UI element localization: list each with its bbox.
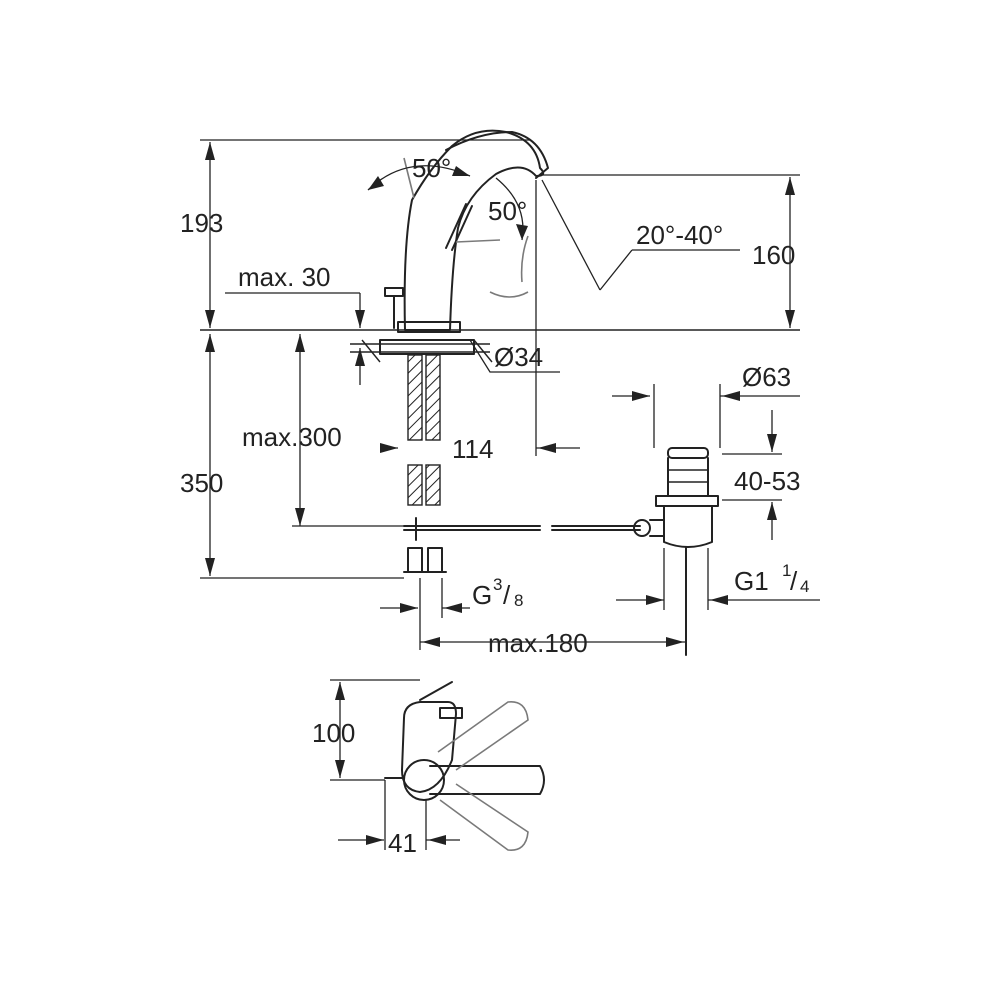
faucet-top-view (384, 681, 545, 851)
label-41: 41 (388, 828, 417, 858)
svg-text:/: / (503, 580, 511, 610)
label-waste-thread: G1 (734, 566, 769, 596)
label-waste-diameter: Ø63 (742, 362, 791, 392)
label-waste-range: 40-53 (734, 466, 801, 496)
label-114: 114 (452, 434, 493, 464)
label-350: 350 (180, 468, 223, 498)
label-hole-diameter: Ø34 (494, 342, 543, 372)
label-hose-thread-den: 8 (514, 591, 523, 610)
spout-outline (445, 131, 549, 179)
pop-up-knob (384, 287, 404, 297)
dimension-labels: 193 160 50° 50° 20°-40° max. 30 Ø34 max.… (180, 153, 809, 858)
label-max-300: max.300 (242, 422, 342, 452)
label-waste-thread-den: 4 (800, 577, 809, 596)
label-lever-angle: 50° (412, 153, 451, 183)
dimension-lines (200, 139, 820, 850)
top-view-lever-ghost-down (439, 783, 529, 851)
spout-tilt-arc (489, 291, 529, 298)
label-waste-thread-num: 1 (782, 561, 791, 580)
label-193: 193 (180, 208, 223, 238)
label-spout-angle: 50° (488, 196, 527, 226)
waste-flange (667, 447, 709, 459)
waste-nut (655, 495, 719, 507)
hose-connector-right (427, 547, 443, 573)
top-view-lever-ghost-up (437, 701, 529, 771)
top-view-lever (429, 765, 545, 795)
top-view-body (401, 701, 457, 793)
label-tilt-range: 20°-40° (636, 220, 723, 250)
lever-ghost-left (403, 157, 415, 199)
lever-handle (445, 203, 467, 249)
rod-pivot (633, 519, 651, 537)
label-100: 100 (312, 718, 355, 748)
waste-assembly (633, 447, 719, 656)
flexible-hose-left (407, 354, 423, 441)
base-collar (397, 321, 461, 333)
label-160: 160 (752, 240, 795, 270)
waste-body (667, 457, 709, 497)
label-max-180: max.180 (488, 628, 588, 658)
lever-ghost-right (455, 239, 501, 243)
label-hose-thread: G (472, 580, 492, 610)
flexible-hose-right (425, 354, 441, 441)
hose-connector-left (407, 547, 423, 573)
label-hose-thread-num: 3 (493, 575, 502, 594)
svg-text:/: / (790, 566, 798, 596)
top-view-base-ring (403, 759, 445, 801)
label-max-30: max. 30 (238, 262, 331, 292)
